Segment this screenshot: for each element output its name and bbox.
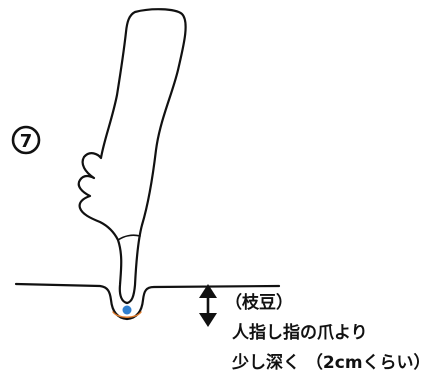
step-number-text: 7 xyxy=(20,131,33,152)
bean-seed-dot-icon xyxy=(122,305,132,315)
pointing-hand-icon xyxy=(77,8,187,305)
caption-line-1: （枝豆） xyxy=(225,292,293,313)
step-number-marker: 7 xyxy=(11,125,41,155)
finger-crease-line xyxy=(117,234,141,241)
depth-double-arrow-icon xyxy=(199,284,217,327)
caption-line-2: 人指し指の爪より xyxy=(232,322,368,343)
step-number-circle-icon xyxy=(11,125,41,155)
soil-surface-line xyxy=(14,282,281,321)
caption-line-3: 少し深く （2cmくらい） xyxy=(231,352,431,373)
hole-bottom-edge xyxy=(112,311,142,318)
